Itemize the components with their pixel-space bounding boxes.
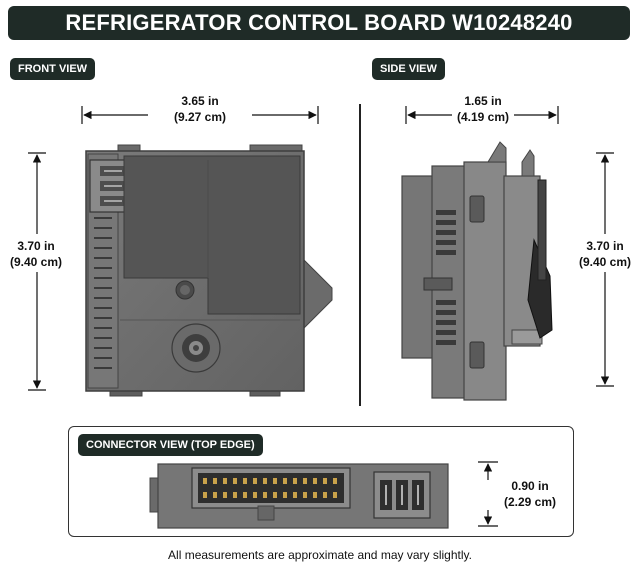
- connector-view-board: [149, 463, 449, 529]
- connector-height-dimension: [478, 461, 498, 527]
- front-width-label: 3.65 in (9.27 cm): [150, 93, 250, 125]
- front-height-in: 3.70 in: [17, 239, 55, 253]
- front-view-label: FRONT VIEW: [10, 58, 96, 80]
- side-view-label: SIDE VIEW: [372, 58, 445, 80]
- front-view-board: [85, 144, 333, 397]
- page-title: REFRIGERATOR CONTROL BOARD W10248240: [8, 6, 630, 40]
- front-width-cm: (9.27 cm): [173, 110, 227, 124]
- footer-note: All measurements are approximate and may…: [168, 548, 472, 562]
- side-height-cm: (9.40 cm): [578, 255, 632, 269]
- side-height-label: 3.70 in (9.40 cm): [570, 238, 640, 270]
- connector-height-label: 0.90 in (2.29 cm): [498, 478, 562, 510]
- side-height-in: 3.70 in: [586, 239, 624, 253]
- side-width-cm: (4.19 cm): [456, 110, 510, 124]
- connector-view-label: CONNECTOR VIEW (TOP EDGE): [78, 434, 263, 456]
- front-width-dimension: [81, 106, 319, 124]
- front-height-dimension: [28, 152, 46, 391]
- front-width-in: 3.65 in: [181, 94, 219, 108]
- side-width-dimension: [405, 106, 559, 124]
- side-width-in: 1.65 in: [464, 94, 502, 108]
- connector-height-in: 0.90 in: [511, 479, 549, 493]
- front-height-label: 3.70 in (9.40 cm): [0, 238, 72, 270]
- connector-view-panel: [68, 426, 574, 537]
- connector-height-cm: (2.29 cm): [503, 495, 557, 509]
- side-view-board: [401, 141, 553, 401]
- view-divider: [359, 104, 361, 406]
- side-width-label: 1.65 in (4.19 cm): [433, 93, 533, 125]
- front-height-cm: (9.40 cm): [9, 255, 63, 269]
- side-height-dimension: [596, 152, 614, 387]
